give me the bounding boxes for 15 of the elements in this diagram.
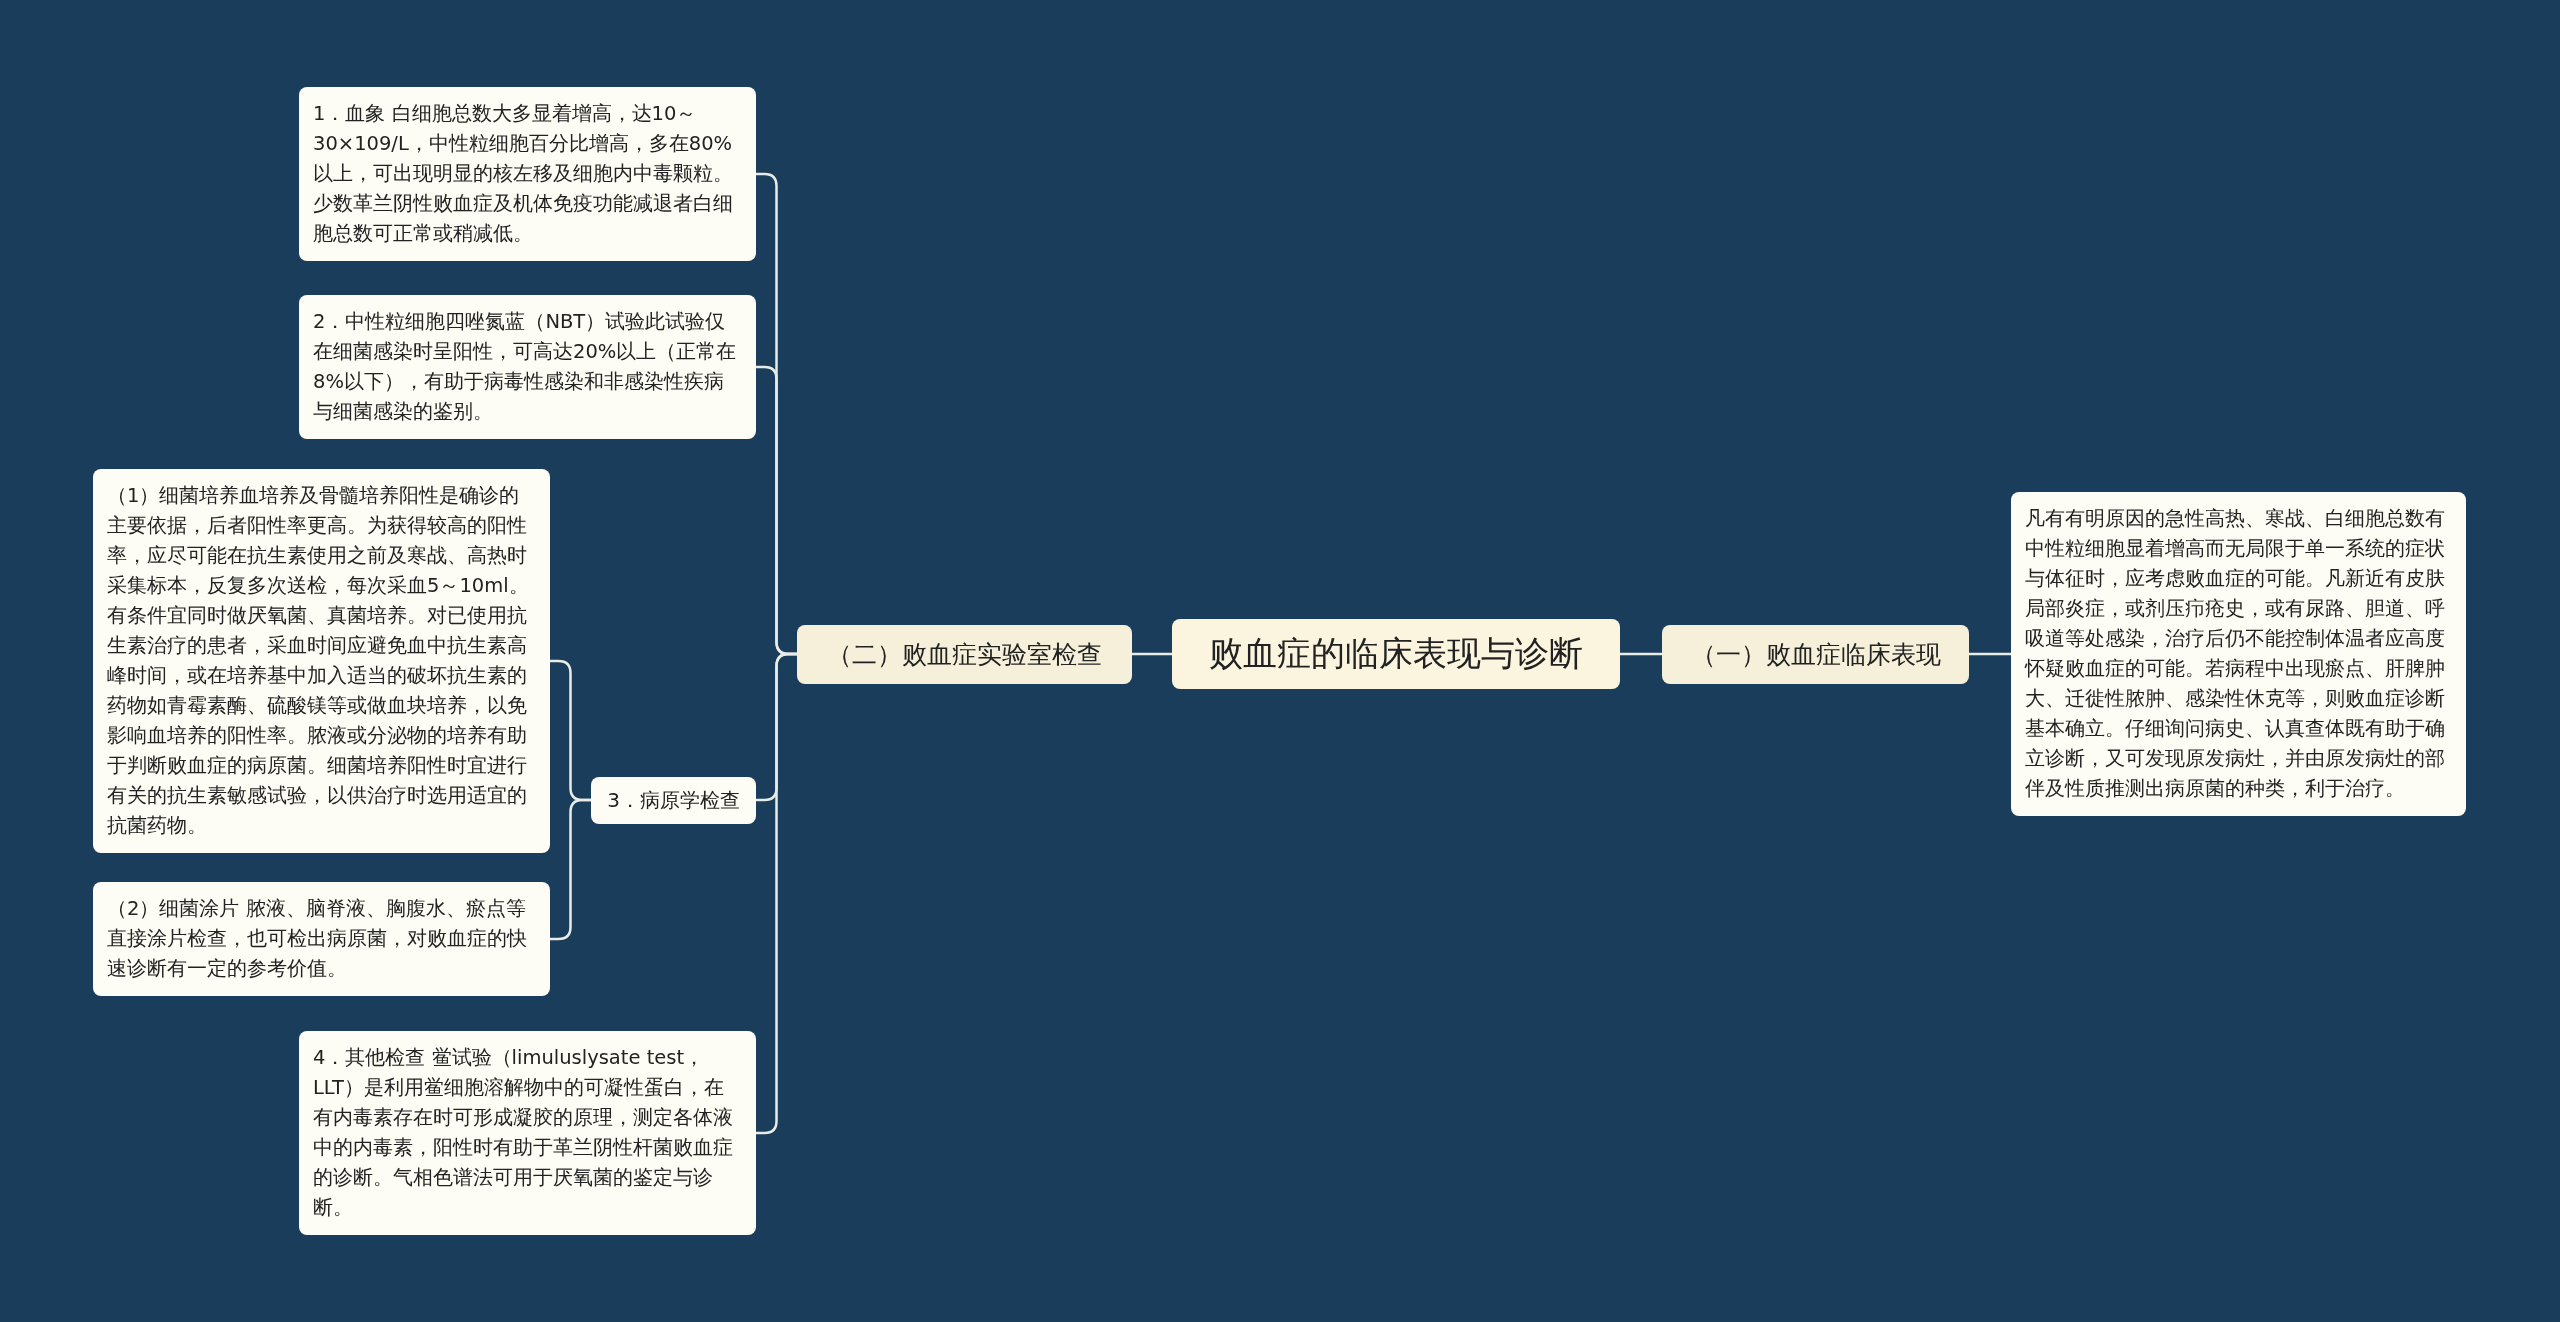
text-card: （1）细菌培养血培养及骨髓培养阳性是确诊的主要依据，后者阳性率更高。为获得较高的阳性率，应尽可能在抗生素使用之前及寒战、高热时采集标本，反复多次送检，每次采血5～10ml。有条件宜同时做厌氧菌、真菌培养。对已使用抗生素治疗的患者，采血时间应避免血中抗生素高峰时间，或在培养基中加入适当的破坏抗生素的药物如青霉素酶、硫酸镁等或做血块培养，以免影响血培养的阳性率。脓液或分泌物的培养有助于判断败血症的病原菌。细菌培养阳性时宜进行有关的抗生素敏感试验，以供治疗时选用适宜的抗菌药物。: [93, 469, 550, 853]
branch-topic-box: （一）败血症临床表现: [1662, 624, 1969, 684]
central-topic-box: 败血症的临床表现与诊断: [1172, 619, 1620, 689]
text-card: 4．其他检查 鲎试验（limuluslysate test，LLT）是利用鲎细胞溶解物中的可凝性蛋白，在有内毒素存在时可形成凝胶的原理，测定各体液中的内毒素，阳性时有助于革兰阴性杆菌败血症的诊断。气相色谱法可用于厌氧菌的鉴定与诊断。: [299, 1031, 756, 1235]
connector-line: [1132, 652, 1172, 656]
text-card: 凡有有明原因的急性高热、寒战、白细胞总数有中性粒细胞显着增高而无局限于单一系统的症状与体征时，应考虑败血症的可能。凡新近有皮肤局部炎症，或剂压疖疮史，或有尿路、胆道、呼吸道等处感染，治疗后仍不能控制体温者应高度怀疑败血症的可能。若病程中出现瘀点、肝脾肿大、迁徙性脓肿、感染性休克等，则败血症诊断基本确立。仔细询问病史、认真查体既有助于确立诊断，又可发现原发病灶，并由原发病灶的部伴及性质推测出病原菌的种类，利于治疗。: [2011, 492, 2466, 816]
connector-line: [1620, 652, 1662, 656]
connector-line: [550, 798, 591, 941]
subtopic-box: 3．病原学检查: [591, 776, 756, 824]
text-card: （2）细菌涂片 脓液、脑脊液、胸腹水、瘀点等直接涂片检查，也可检出病原菌，对败血症的快速诊断有一定的参考价值。: [93, 882, 550, 996]
branch-topic-box: （二）败血症实验室检查: [797, 624, 1132, 684]
text-card: 2．中性粒细胞四唑氮蓝（NBT）试验此试验仅在细菌感染时呈阳性，可高达20%以上（正常在8%以下），有助于病毒性感染和非感染性疾病与细菌感染的鉴别。: [299, 295, 756, 439]
text-card: 1．血象 白细胞总数大多显着增高，达10～30×109/L，中性粒细胞百分比增高，多在80%以上，可出现明显的核左移及细胞内中毒颗粒。少数革兰阴性败血症及机体免疫功能减退者白细胞总数可正常或稍减低。: [299, 87, 756, 261]
connector-line: [1969, 652, 2011, 656]
connector-line: [756, 652, 797, 1135]
